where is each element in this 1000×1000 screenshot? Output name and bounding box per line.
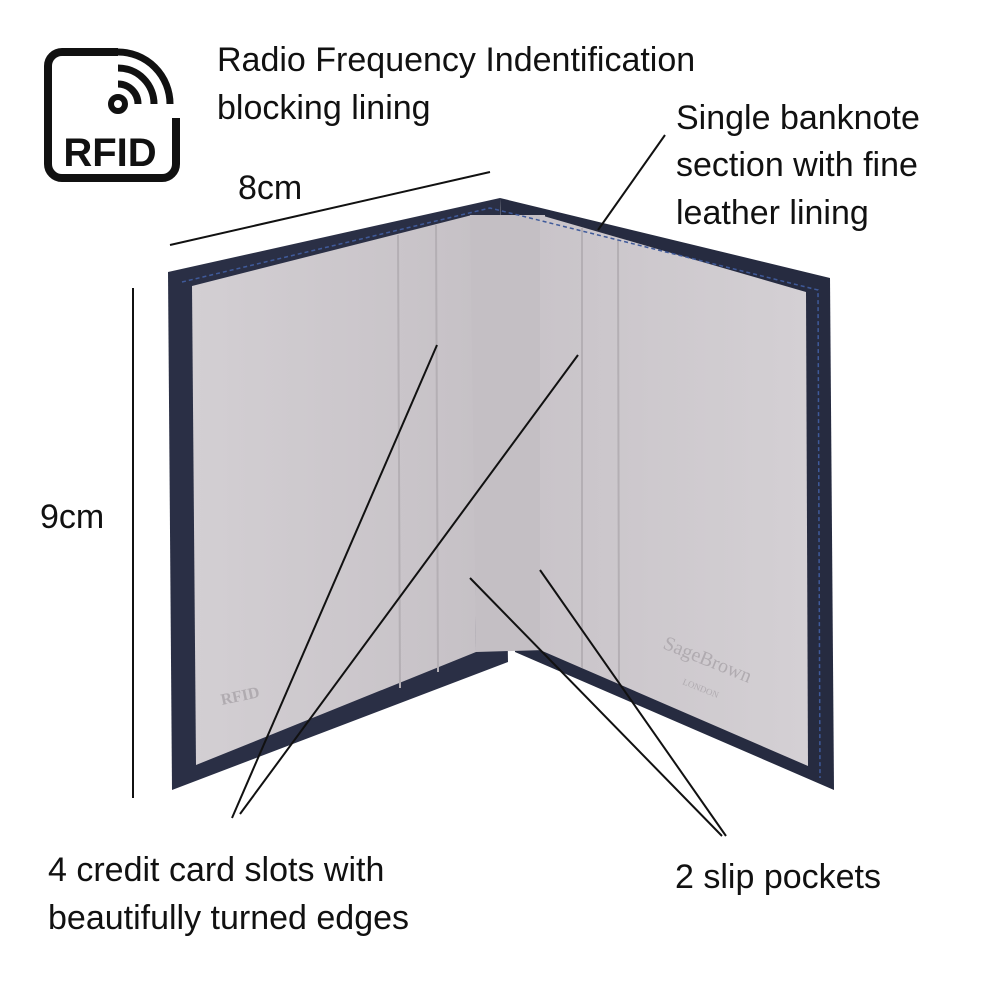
slip-pockets-caption: 2 slip pockets xyxy=(675,858,881,896)
card-slots-caption-line2: beautifully turned edges xyxy=(48,899,410,937)
banknote-caption-line3: leather lining xyxy=(676,194,869,232)
slip-pocket-pointer xyxy=(539,569,727,837)
left-lining xyxy=(192,215,476,765)
card-slot-pointer xyxy=(231,344,438,819)
rfid-icon-text: RFID xyxy=(63,131,156,175)
banknote-caption-line2: section with fine xyxy=(676,146,918,184)
annotation-lines xyxy=(132,134,727,837)
card-slot-edges xyxy=(397,224,620,689)
rfid-icon: RFID xyxy=(44,48,180,182)
rfid-caption-line1: Radio Frequency Indentification xyxy=(217,41,696,79)
height-label: 9cm xyxy=(40,498,105,536)
width-label: 8cm xyxy=(238,169,303,207)
banknote-section xyxy=(470,215,545,652)
banknote-caption-line1: Single banknote xyxy=(676,99,920,137)
slip-pocket-pointer xyxy=(469,577,723,837)
wallet: SageBrown LONDON RFID xyxy=(168,198,834,790)
banknote-pointer xyxy=(597,134,666,231)
right-lining xyxy=(540,215,808,766)
card-slot-pointer xyxy=(239,354,579,815)
width-dimension-line xyxy=(169,171,491,246)
rfid-caption-line2: blocking lining xyxy=(217,89,431,127)
stitching xyxy=(181,207,821,779)
card-slots-caption-line1: 4 credit card slots with xyxy=(48,851,385,889)
